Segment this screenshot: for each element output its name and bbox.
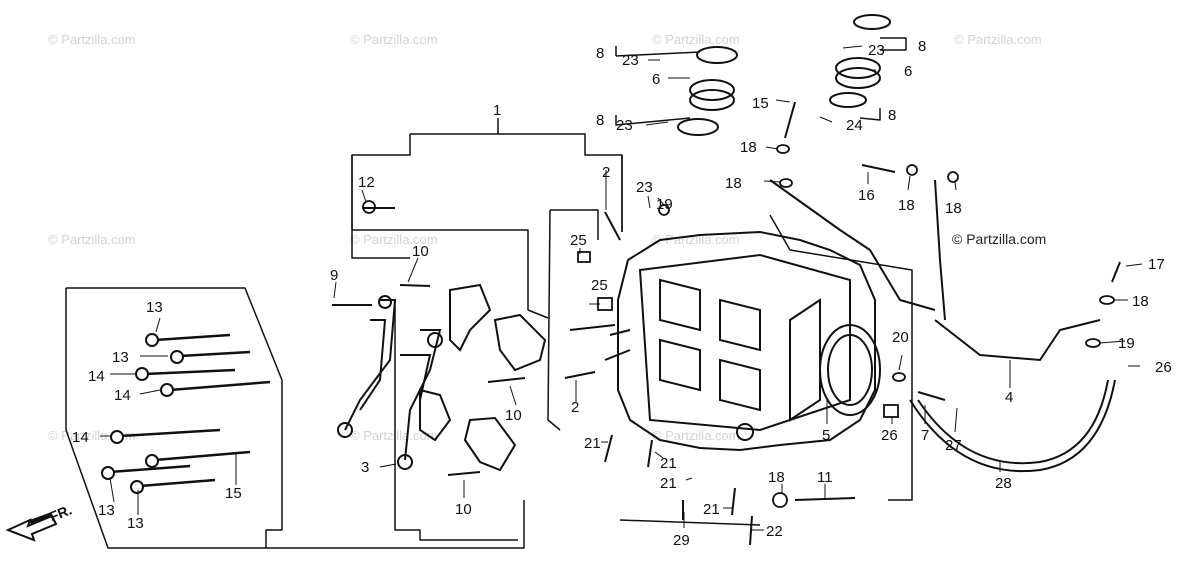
frame-bolts — [66, 287, 525, 549]
callout-8d: 8 — [888, 107, 896, 124]
watermark-4: © Partzilla.com — [954, 32, 1042, 47]
callout-23c: 23 — [868, 42, 885, 59]
callout-8a: 8 — [596, 45, 604, 62]
copyright-label: © Partzilla.com — [952, 231, 1047, 247]
callout-10b: 10 — [505, 407, 522, 424]
callout-15a: 15 — [752, 95, 769, 112]
callout-9: 9 — [330, 267, 338, 284]
callout-14c: 14 — [72, 429, 89, 446]
callout-10c: 10 — [455, 501, 472, 518]
callout-14b: 14 — [114, 387, 131, 404]
callout-17: 18 — [768, 469, 785, 486]
callout-1: 1 — [493, 102, 501, 119]
front-label: FR. — [47, 501, 74, 524]
cylinder-head — [604, 230, 881, 452]
callout-16: 17 — [1148, 256, 1165, 273]
callout-18d: 18 — [945, 200, 962, 217]
callout-8b: 8 — [596, 112, 604, 129]
callout-6b: 6 — [904, 63, 912, 80]
callout-10a: 10 — [412, 243, 429, 260]
callout-27: 28 — [995, 475, 1012, 492]
bolt-heads — [101, 333, 184, 494]
callout-5: 5 — [822, 427, 830, 444]
watermark-10: © Partzilla.com — [652, 428, 740, 443]
callout-18b: 18 — [725, 175, 742, 192]
callout-8c: 8 — [918, 38, 926, 55]
callout-21d: 22 — [766, 523, 783, 540]
callout-21a: 21 — [584, 435, 601, 452]
callout-19b: 20 — [892, 329, 909, 346]
callout-21c: 21 — [703, 501, 720, 518]
callout-23b: 23 — [616, 117, 633, 134]
pipes-hose — [769, 179, 1116, 473]
callout-2a: 2 — [602, 164, 610, 181]
callout-28: 29 — [673, 532, 690, 549]
studs — [332, 101, 1121, 546]
callout-15b: 16 — [858, 187, 875, 204]
callout-18f: 19 — [1118, 335, 1135, 352]
callout-3: 3 — [361, 459, 369, 476]
callout-11: 11 — [817, 469, 833, 486]
callout-26b: 27 — [945, 437, 962, 454]
washers — [362, 144, 1115, 508]
callout-7: 7 — [921, 427, 929, 444]
callout-2b: 2 — [571, 399, 579, 416]
watermark-1: © Partzilla.com — [48, 32, 136, 47]
watermark-9: © Partzilla.com — [350, 428, 438, 443]
callout-4: 4 — [1005, 389, 1013, 406]
callout-19a: 19 — [656, 196, 673, 213]
callout-18e: 18 — [1132, 293, 1149, 310]
callout-12: 12 — [358, 174, 375, 191]
callout-23a: 23 — [622, 52, 639, 69]
callout-18a: 18 — [740, 139, 757, 156]
callout-6a: 6 — [652, 71, 660, 88]
watermark-3: © Partzilla.com — [652, 32, 740, 47]
callout-21b: 21 — [660, 455, 677, 472]
callouts: 1 2 2 3 4 5 6 6 7 8 8 8 8 9 10 10 10 11 … — [72, 38, 1172, 549]
bolt-group — [109, 333, 271, 488]
callout-13b: 13 — [112, 349, 129, 366]
front-direction-arrow: FR. — [5, 501, 74, 542]
callout-13d: 13 — [127, 515, 144, 532]
watermark-2: © Partzilla.com — [350, 32, 438, 47]
callout-26a: 26 — [1155, 359, 1172, 376]
callout-23d: 24 — [846, 117, 863, 134]
watermark-7: © Partzilla.com — [652, 232, 740, 247]
clamps-joints — [677, 14, 891, 136]
callout-14a: 14 — [88, 368, 105, 385]
callout-14d: 15 — [225, 485, 242, 502]
callout-25b: 26 — [881, 427, 898, 444]
callout-24: 25 — [570, 232, 587, 249]
callout-20: 21 — [660, 475, 677, 492]
callout-22: 23 — [636, 179, 653, 196]
callout-25a: 25 — [591, 277, 608, 294]
callout-18c: 18 — [898, 197, 915, 214]
rocker-assembly — [337, 283, 547, 472]
bracket-1-right — [410, 133, 623, 232]
callout-13c: 13 — [98, 502, 115, 519]
watermark-6: © Partzilla.com — [350, 232, 438, 247]
callout-13a: 13 — [146, 299, 163, 316]
bracket-1-left — [351, 134, 411, 259]
watermark-5: © Partzilla.com — [48, 232, 136, 247]
